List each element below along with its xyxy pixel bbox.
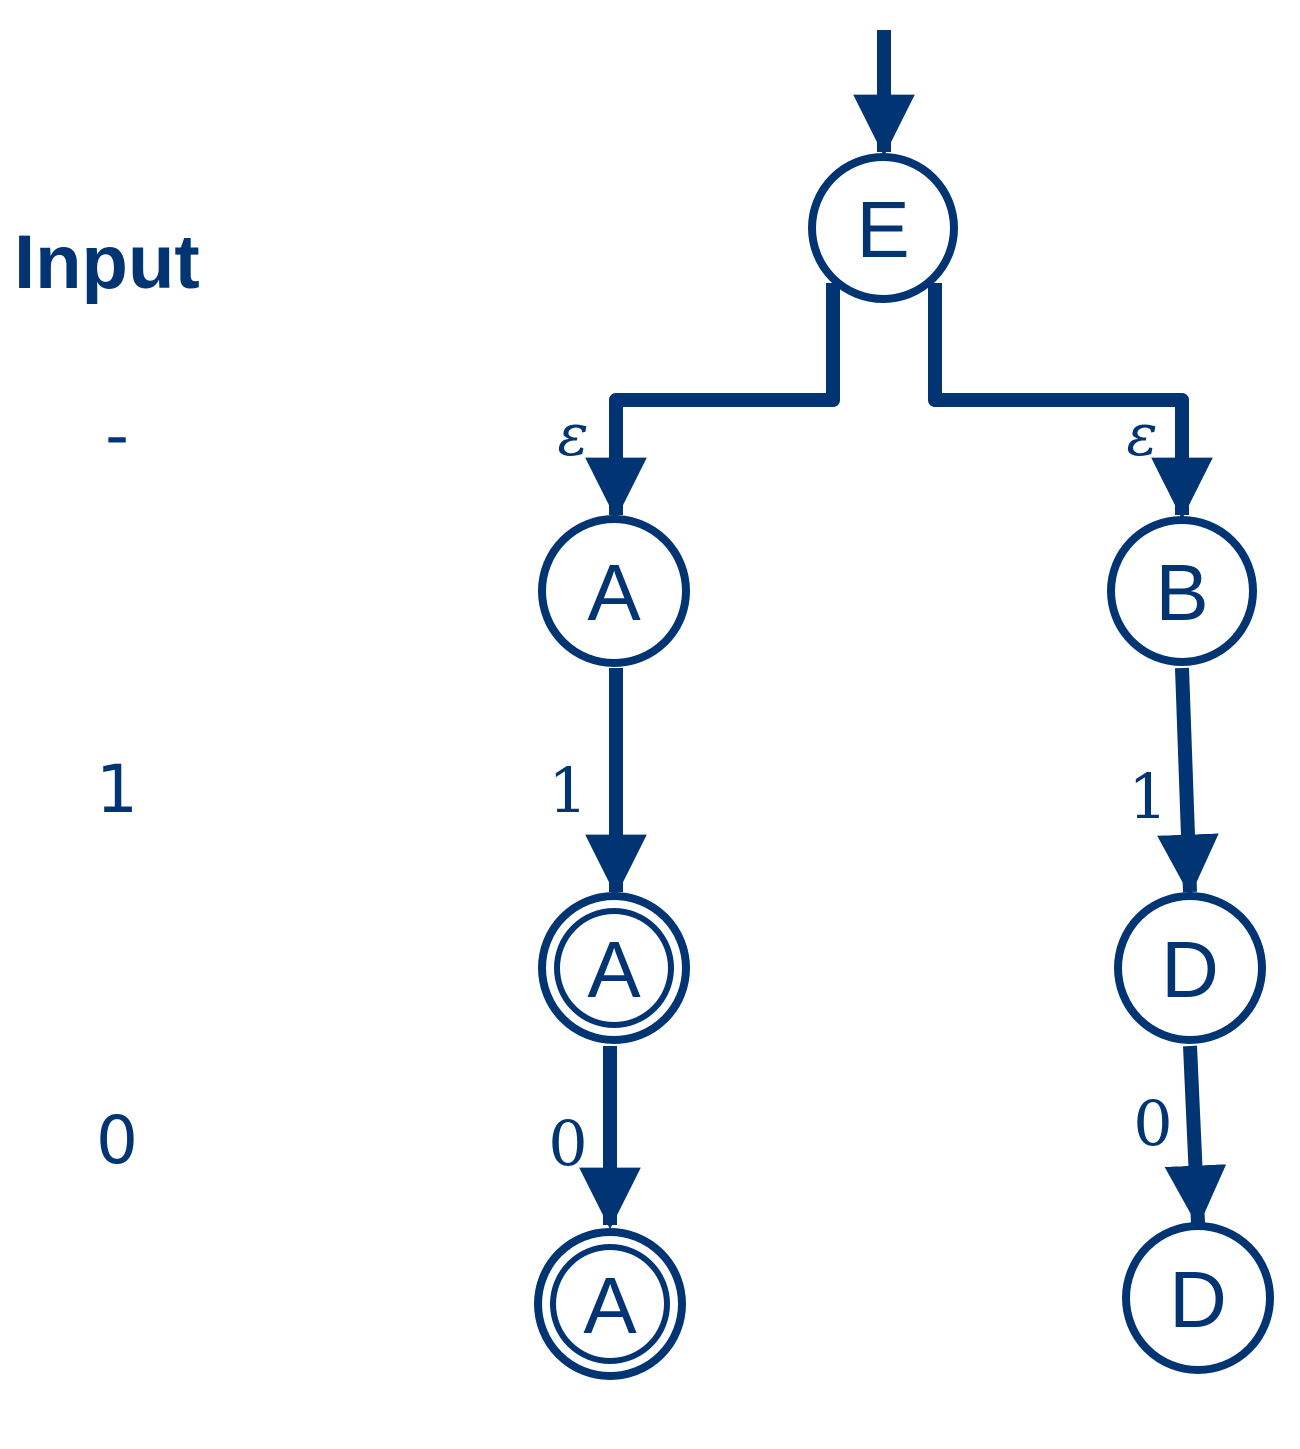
input-symbol-1: 1 (96, 751, 138, 828)
edge-label-A-to-A2: 0 (548, 1107, 587, 1180)
state-D1-circle (1114, 892, 1266, 1044)
state-A2-label: A (587, 925, 641, 1014)
state-E-label: E (856, 185, 909, 274)
edge-label-E-to-A: ε (557, 401, 588, 469)
state-B-circle (1107, 516, 1257, 666)
state-D2-circle (1122, 1222, 1274, 1374)
state-A3-inner-circle (550, 1244, 670, 1364)
edge-label-A-to-A: 1 (548, 754, 587, 827)
input-title: Input (14, 220, 200, 305)
state-D2-label: D (1169, 1255, 1227, 1344)
state-A2-inner-circle (554, 908, 674, 1028)
edge-label-D-to-D: 0 (1133, 1087, 1172, 1160)
edge-label-B-to-D: 1 (1128, 760, 1167, 833)
edge-label-E-to-B: ε (1126, 401, 1157, 469)
state-A1-label: A (587, 548, 641, 637)
input-symbol-epsilon-step: - (105, 397, 129, 474)
edge-D-to-D (1164, 1045, 1227, 1228)
edge-E-to-B (928, 283, 1213, 520)
state-A1-circle (538, 515, 690, 667)
edge-E-to-A (585, 283, 840, 520)
input-symbol-0: 0 (96, 1102, 138, 1179)
state-D1-label: D (1161, 925, 1219, 1014)
state-A3-label: A (583, 1261, 637, 1350)
edge-B-to-D (1157, 667, 1219, 897)
state-E-circle (808, 153, 958, 303)
state-B-label: B (1155, 548, 1208, 637)
